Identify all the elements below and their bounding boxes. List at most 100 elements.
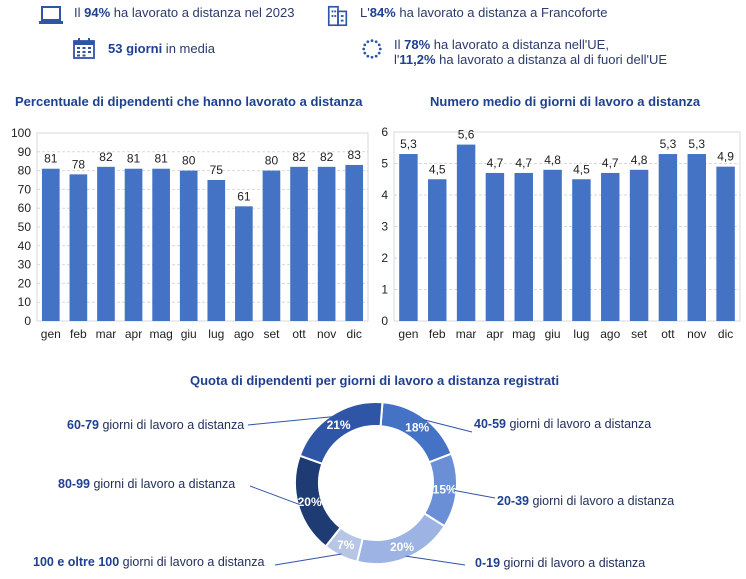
x-tick-label: giu [545,327,561,341]
data-label: 78 [72,157,86,171]
x-tick-label: apr [486,327,503,341]
y-tick-label: 0 [381,314,388,328]
kpi-frankfurt: L'84% ha lavorato a distanza a Francofor… [326,5,607,27]
x-tick-label: apr [125,327,142,341]
data-label: 5,3 [688,137,705,151]
y-tick-label: 2 [381,251,388,265]
kpi-value: 78% [404,37,431,52]
data-label: 82 [99,150,113,164]
x-tick-label: mar [456,327,477,341]
bar [485,172,505,321]
kpi-text: ha lavorato a distanza a Francoforte [395,5,608,20]
bar [290,166,308,321]
pie-label-20-39: 20-39 giorni di lavoro a distanza [497,494,675,508]
kpi-text: ha lavorato a distanza nel 2023 [110,5,295,20]
bar [262,170,281,321]
data-label: 75 [210,163,224,177]
chart-title-donut: Quota di dipendenti per giorni di lavoro… [190,373,560,388]
star-icon [378,47,382,51]
bar [41,168,60,321]
star-icon [363,51,367,55]
data-label: 83 [348,148,362,162]
bar [345,164,364,321]
kpi-days: 53 giorni in media [72,38,215,60]
x-tick-label: ago [234,327,254,341]
x-tick-label: mar [96,327,117,341]
data-label: 82 [320,150,334,164]
slice-label: 20% [390,540,414,554]
x-tick-label: set [263,327,280,341]
bar [572,179,591,321]
data-label: 5,6 [458,128,475,142]
y-tick-label: 100 [11,126,31,140]
bar [601,172,620,321]
bar [514,172,533,321]
slice-label: 15% [433,483,457,497]
kpi-text: ha lavorato a distanza al di fuori dell'… [435,52,668,67]
y-tick-label: 60 [18,201,32,215]
y-tick-label: 6 [381,125,388,139]
bar [456,144,476,321]
y-tick-label: 4 [381,188,388,202]
eu-stars-icon [362,39,382,59]
bar [658,154,678,321]
bar [69,174,88,321]
x-tick-label: ott [661,327,675,341]
bar-chart-percent: 010203040506070809010081gen78feb82mar81a… [11,126,369,341]
data-label: 4,7 [487,156,504,170]
slice-label: 20% [298,495,322,509]
y-tick-label: 80 [18,164,32,178]
data-label: 80 [182,154,196,168]
star-icon [377,51,381,55]
data-label: 5,3 [400,137,417,151]
x-tick-label: gen [398,327,418,341]
bar [317,166,336,321]
data-label: 4,7 [602,156,619,170]
pie-label-60-79: 60-79 giorni di lavoro a distanza [67,418,245,432]
y-tick-label: 40 [18,239,32,253]
x-tick-label: mag [149,327,172,341]
bar-chart-days: 01234565,3gen4,5feb5,6mar4,7apr4,7mag4,8… [381,125,741,341]
x-tick-label: nov [317,327,336,341]
y-tick-label: 10 [18,295,32,309]
bar [543,169,562,321]
kpi-value: 11,2% [399,52,436,67]
data-label: 4,5 [573,162,590,176]
calendar-icon [73,38,95,59]
star-icon [374,54,378,58]
x-tick-label: feb [70,327,87,341]
kpi-text: Il [394,37,405,52]
data-label: 4,8 [631,153,648,167]
pie-label-80-99: 80-99 giorni di lavoro a distanza [58,477,236,491]
slice-label: 21% [327,418,351,432]
kpi-text: L' [360,5,370,20]
donut-chart: 18%15%20%7%20%21% [247,401,496,566]
leader-line [247,416,334,426]
bar [687,154,706,321]
y-tick-label: 70 [18,182,32,196]
data-label: 4,9 [717,150,734,164]
leader-line [249,485,301,506]
x-tick-label: lug [573,327,589,341]
chart-title-days: Numero medio di giorni di lavoro a dista… [430,94,701,109]
y-tick-label: 20 [18,276,32,290]
bar [97,166,115,321]
bar [124,168,143,321]
bar [399,154,418,321]
kpi-remote-2023: Il 94% ha lavorato a distanza nel 2023 [38,5,294,27]
x-tick-label: feb [429,327,446,341]
data-label: 4,8 [544,153,561,167]
slice-label: 7% [337,538,355,552]
data-label: 4,5 [429,162,446,176]
kpi-text: in media [162,41,215,56]
x-tick-label: ago [600,327,620,341]
x-tick-label: dic [718,327,733,341]
data-label: 81 [154,152,168,166]
star-icon [366,40,370,44]
x-tick-label: ott [292,327,306,341]
pie-label-40-59: 40-59 giorni di lavoro a distanza [474,417,652,431]
star-icon [374,40,378,44]
y-tick-label: 5 [381,157,388,171]
star-icon [363,43,367,47]
kpi-eu: Il 78% ha lavorato a distanza nell'UE, l… [360,37,667,67]
